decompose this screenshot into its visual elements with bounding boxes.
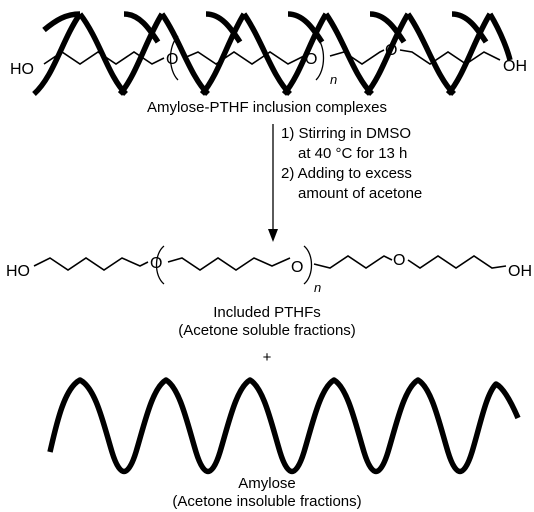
pthf-repeat-subscript: n xyxy=(314,280,321,295)
complex-oxygen-2: O xyxy=(305,51,317,68)
amylose-caption-line-2: (Acetone insoluble fractions) xyxy=(172,493,361,510)
complex-oxygen-1: O xyxy=(166,51,178,68)
pthf-chain-segment-2 xyxy=(167,257,291,271)
condition-step-2-line-2: amount of acetone xyxy=(298,185,422,202)
pthf-caption-line-2: (Acetone soluble fractions) xyxy=(178,322,356,339)
complex-chain-segment-2 xyxy=(183,51,305,65)
pthf-structure: HO O O n O OH xyxy=(6,245,532,295)
pthf-close-paren xyxy=(303,245,313,285)
pthf-open-paren xyxy=(155,245,165,285)
inclusion-complex-structure: HO O O n O OH xyxy=(10,11,527,97)
condition-step-1-line-1: 1) Stirring in DMSO xyxy=(281,125,411,142)
condition-step-1-line-2: at 40 °C for 13 h xyxy=(298,145,407,162)
complex-oxygen-3: O xyxy=(385,42,397,59)
pthf-chain-segment-4 xyxy=(407,255,507,269)
pthf-oxygen-3: O xyxy=(393,252,405,269)
pthf-chain-segment-3 xyxy=(313,255,393,269)
pthf-chain-segment-1 xyxy=(33,257,149,271)
reaction-arrow xyxy=(268,124,278,242)
pthf-hydroxyl-left: HO xyxy=(6,263,30,280)
complex-hydroxyl-right: OH xyxy=(503,58,527,75)
pthf-oxygen-2: O xyxy=(291,259,303,276)
condition-step-2-line-1: 2) Adding to excess xyxy=(281,165,412,182)
complex-repeat-subscript: n xyxy=(330,72,337,87)
complex-chain-segment-4 xyxy=(399,49,501,65)
complex-caption: Amylose-PTHF inclusion complexes xyxy=(147,99,387,116)
pthf-hydroxyl-right: OH xyxy=(508,263,532,280)
complex-chain-segment-3 xyxy=(329,49,385,65)
pthf-oxygen-1: O xyxy=(150,255,162,272)
complex-close-paren xyxy=(315,35,325,81)
complex-helix-front xyxy=(32,12,513,97)
amylose-caption-line-1: Amylose xyxy=(238,475,296,492)
amylose-helix xyxy=(47,377,521,475)
pthf-caption-line-1: Included PTHFs xyxy=(213,304,321,321)
plus-separator: + xyxy=(263,349,272,366)
complex-hydroxyl-left: HO xyxy=(10,61,34,78)
